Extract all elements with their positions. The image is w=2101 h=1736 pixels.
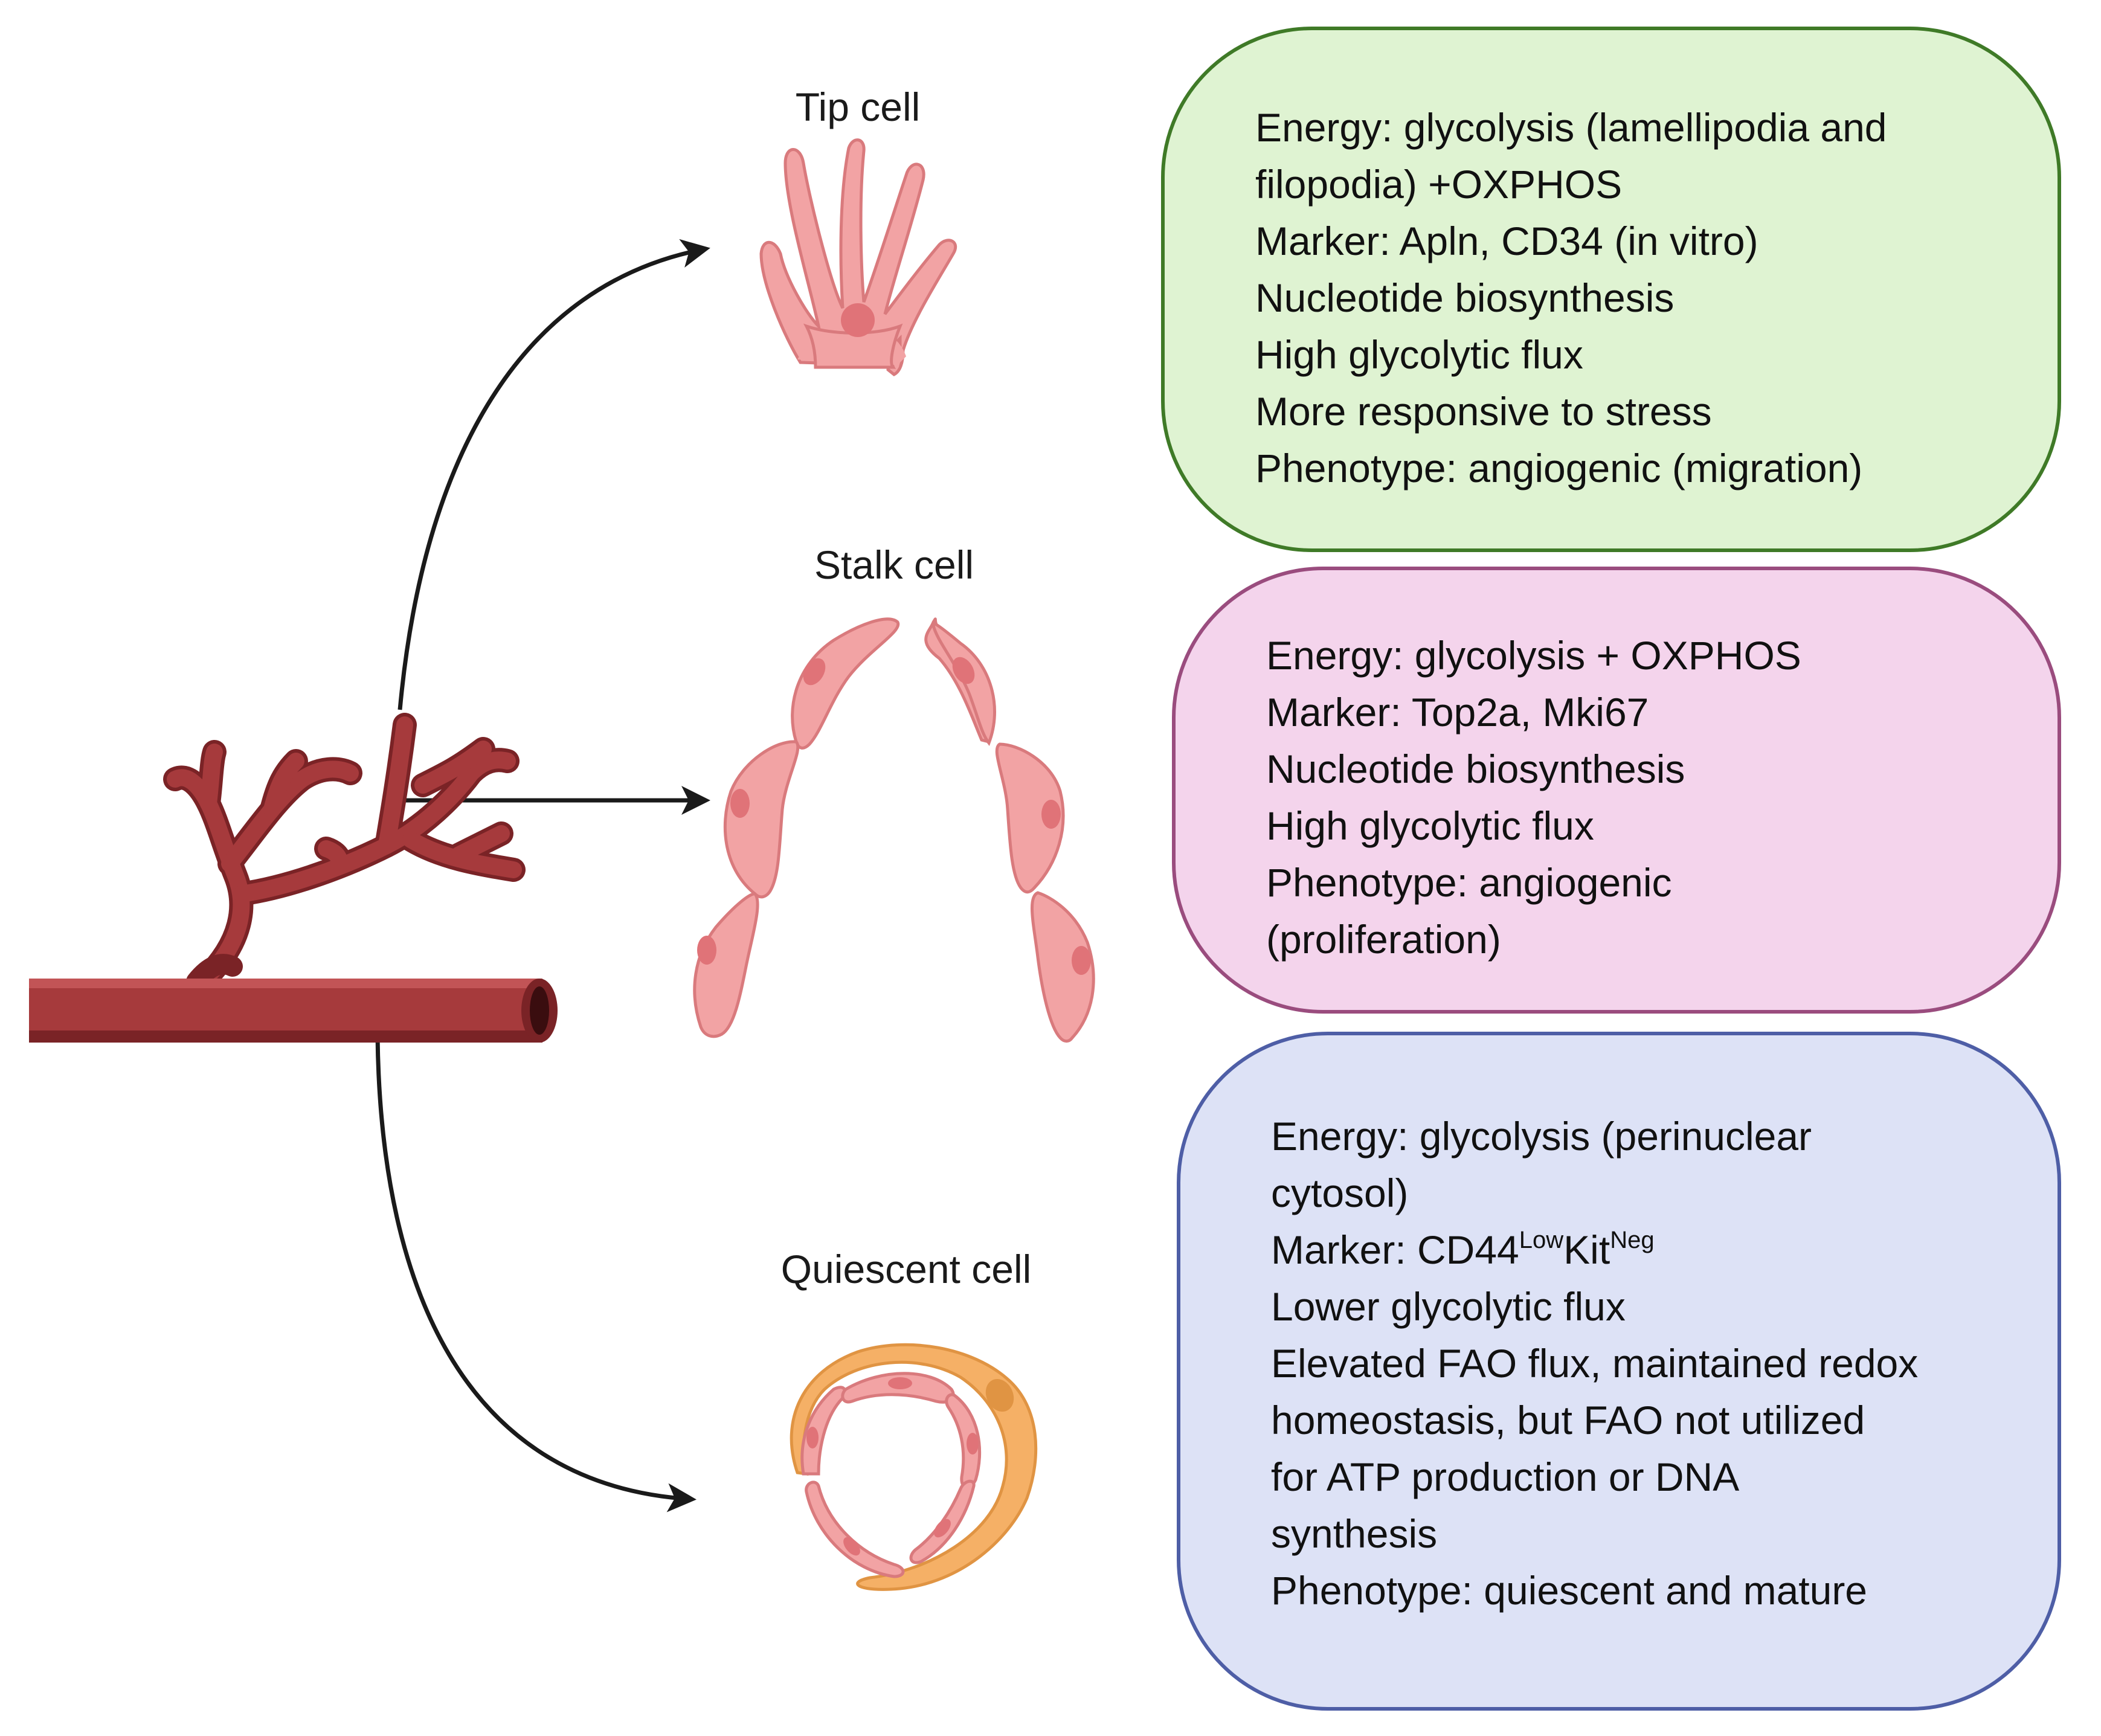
quiescent-line: synthesis [1271,1511,1438,1556]
tip-cell-icon [759,138,957,376]
quiescent-line: Phenotype: quiescent and mature [1271,1568,1868,1613]
quiescent-line: Energy: glycolysis (perinuclear [1271,1114,1812,1159]
tip-cell-info-box: Energy: glycolysis (lamellipodia and fil… [1161,27,2061,552]
quiescent-line: Lower glycolytic flux [1271,1284,1626,1329]
stalk-cell-properties: Energy: glycolysis + OXPHOS Marker: Top2… [1266,627,1801,968]
tip-line: filopodia) +OXPHOS [1255,162,1623,207]
marker-sup-low: Low [1519,1227,1564,1253]
label-stalk-cell: Stalk cell [814,542,974,587]
tip-line: Nucleotide biosynthesis [1255,275,1675,320]
stalk-line: Nucleotide biosynthesis [1266,747,1685,791]
branching-vessel-icon [163,713,526,992]
quiescent-cell-properties: Energy: glycolysis (perinuclear cytosol)… [1271,1108,1918,1619]
quiescent-line: cytosol) [1271,1171,1409,1215]
tip-line: Marker: Apln, CD34 (in vitro) [1255,219,1758,263]
quiescent-line: homeostasis, but FAO not utilized [1271,1398,1865,1442]
label-quiescent-cell: Quiescent cell [780,1247,1032,1291]
tip-line: Energy: glycolysis (lamellipodia and [1255,105,1887,150]
label-tip-cell: Tip cell [795,85,921,129]
stalk-line: Phenotype: angiogenic [1266,860,1672,905]
tip-line: High glycolytic flux [1255,332,1583,377]
quiescent-line: Elevated FAO flux, maintained redox [1271,1341,1919,1386]
stalk-cells-icon [693,617,1095,1043]
marker-sup-neg: Neg [1610,1227,1655,1253]
marker-kit: Kit [1563,1227,1610,1272]
stalk-line: Energy: glycolysis + OXPHOS [1266,633,1801,678]
tip-line: Phenotype: angiogenic (migration) [1255,446,1863,490]
quiescent-line: for ATP production or DNA [1271,1455,1740,1499]
tip-line: More responsive to stress [1255,389,1712,434]
quiescent-vessel-icon [790,1343,1038,1591]
tip-cell-properties: Energy: glycolysis (lamellipodia and fil… [1255,99,1887,497]
stalk-line: (proliferation) [1266,917,1501,962]
stalk-line: High glycolytic flux [1266,803,1594,848]
marker-prefix: Marker: CD44 [1271,1227,1519,1272]
quiescent-marker-line: Marker: CD44LowKitNeg [1271,1221,1918,1278]
vessel-tube [29,979,558,1043]
stalk-line: Marker: Top2a, Mki67 [1266,690,1649,735]
stalk-cell-info-box: Energy: glycolysis + OXPHOS Marker: Top2… [1172,567,2061,1014]
arrow-to-quiescent-cell [375,1035,697,1513]
quiescent-cell-info-box: Energy: glycolysis (perinuclear cytosol)… [1177,1032,2061,1711]
arrow-to-tip-cell [397,239,710,710]
arrows [375,239,710,1513]
